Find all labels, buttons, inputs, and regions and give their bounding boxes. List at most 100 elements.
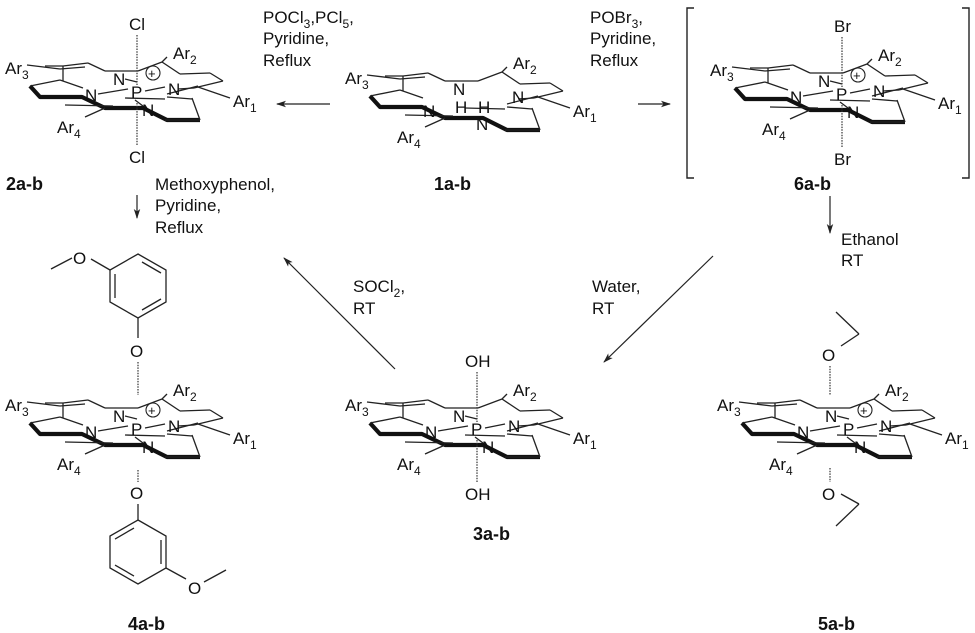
- bond: [134, 436, 144, 444]
- bond: [501, 71, 521, 85]
- bond: [484, 423, 506, 429]
- nitrogen-lower: N: [142, 101, 154, 120]
- bond-ar4: [84, 107, 106, 118]
- conditions-r3: Methoxyphenol, Pyridine, Reflux: [155, 175, 275, 237]
- bond: [144, 423, 166, 429]
- bond: [464, 107, 506, 110]
- bond: [884, 74, 916, 77]
- bond: [427, 72, 446, 82]
- bond: [59, 416, 84, 426]
- nitrogen-upper: N: [825, 407, 837, 426]
- condition-r5-line1: Water,: [592, 277, 641, 296]
- bond: [179, 409, 211, 412]
- bond: [477, 398, 503, 409]
- bond: [774, 399, 801, 404]
- plus-sign: +: [853, 68, 861, 83]
- bond: [97, 425, 129, 432]
- bracket-right: [962, 7, 970, 179]
- bond: [871, 87, 904, 97]
- nitrogen-right: N: [508, 417, 520, 436]
- axial-ligand-bottom: Br: [834, 150, 851, 169]
- bond: [161, 61, 181, 75]
- bond: [519, 82, 551, 85]
- bond: [903, 434, 913, 458]
- nitrogen-left: N: [425, 423, 437, 442]
- bond: [464, 434, 506, 437]
- bond: [404, 114, 454, 117]
- bond: [549, 409, 564, 419]
- bond: [836, 415, 850, 420]
- aryl-label-ar4: Ar4: [762, 120, 786, 143]
- bond: [914, 74, 929, 84]
- bond: [506, 422, 539, 432]
- aryl-label-ar2: Ar2: [513, 54, 537, 77]
- condition-r3-line1: Methoxyphenol,: [155, 175, 275, 194]
- bond: [856, 423, 878, 429]
- bond: [134, 99, 144, 107]
- bond: [871, 98, 898, 102]
- bond-ar4: [84, 444, 106, 455]
- bond: [519, 409, 551, 412]
- condition-r3-line2: Pyridine,: [155, 196, 221, 215]
- phosphorus-center: P: [131, 83, 142, 102]
- phenoxy-oxygen-bottom: O: [130, 484, 143, 503]
- bond: [369, 89, 401, 97]
- positive-charge-icon: [857, 402, 873, 418]
- bond: [62, 399, 89, 404]
- nitrogen-right: N: [880, 417, 892, 436]
- bond-ar4: [796, 444, 818, 455]
- nitrogen-lower: N: [142, 438, 154, 457]
- condition-r2-line3: Reflux: [590, 51, 639, 70]
- compound-label-2a-b: 2a-b: [6, 174, 43, 194]
- bracket-left: [686, 7, 694, 179]
- phosphorus-center: P: [131, 420, 142, 439]
- aryl-label-ar3: Ar3: [717, 396, 741, 419]
- conditions-r2: POBr3, Pyridine, Reflux: [590, 8, 656, 70]
- bond-ar1: [909, 423, 943, 436]
- methoxy-oxygen-top: O: [73, 249, 86, 268]
- compound-label-1a-b: 1a-b: [434, 174, 471, 194]
- bond: [792, 64, 811, 74]
- nitrogen-nh-lower: N: [476, 115, 488, 134]
- bond: [97, 88, 129, 95]
- condition-r1-line1: POCl3,PCl5,: [263, 8, 354, 31]
- bond: [873, 398, 893, 412]
- bond: [771, 416, 796, 426]
- bond: [124, 97, 166, 100]
- bond: [764, 81, 789, 91]
- arrow-3-to-2: [283, 257, 396, 370]
- methoxyphenoxy-top: O O: [50, 249, 167, 395]
- hydrogen-nh-lower: H: [478, 98, 490, 117]
- bond: [404, 441, 454, 444]
- ethoxy-oxygen-bottom: O: [822, 485, 835, 504]
- bond-ar3: [731, 66, 766, 72]
- compound-label-5a-b: 5a-b: [818, 614, 855, 633]
- bond-ar2: [501, 393, 508, 400]
- bond: [29, 79, 61, 87]
- bond-ar1: [537, 423, 571, 436]
- bond: [161, 398, 181, 412]
- bond-ar4: [789, 109, 811, 120]
- bond-ar3: [26, 64, 61, 70]
- nitrogen-upper: N: [113, 70, 125, 89]
- bond: [464, 415, 478, 420]
- bond: [809, 425, 841, 432]
- bond: [59, 403, 86, 407]
- bond-ar3: [366, 74, 401, 80]
- bond-ar3: [366, 401, 401, 407]
- bond: [144, 86, 166, 92]
- bond: [477, 71, 503, 82]
- bond: [191, 97, 201, 121]
- condition-r4-line2: RT: [841, 251, 863, 270]
- aryl-label-ar2: Ar2: [885, 381, 909, 404]
- nitrogen-left: N: [85, 423, 97, 442]
- positive-charge-icon: [850, 67, 866, 83]
- bond: [799, 399, 818, 409]
- bond: [771, 403, 798, 407]
- bond-ar2: [161, 393, 168, 400]
- bond-ar4: [424, 444, 446, 455]
